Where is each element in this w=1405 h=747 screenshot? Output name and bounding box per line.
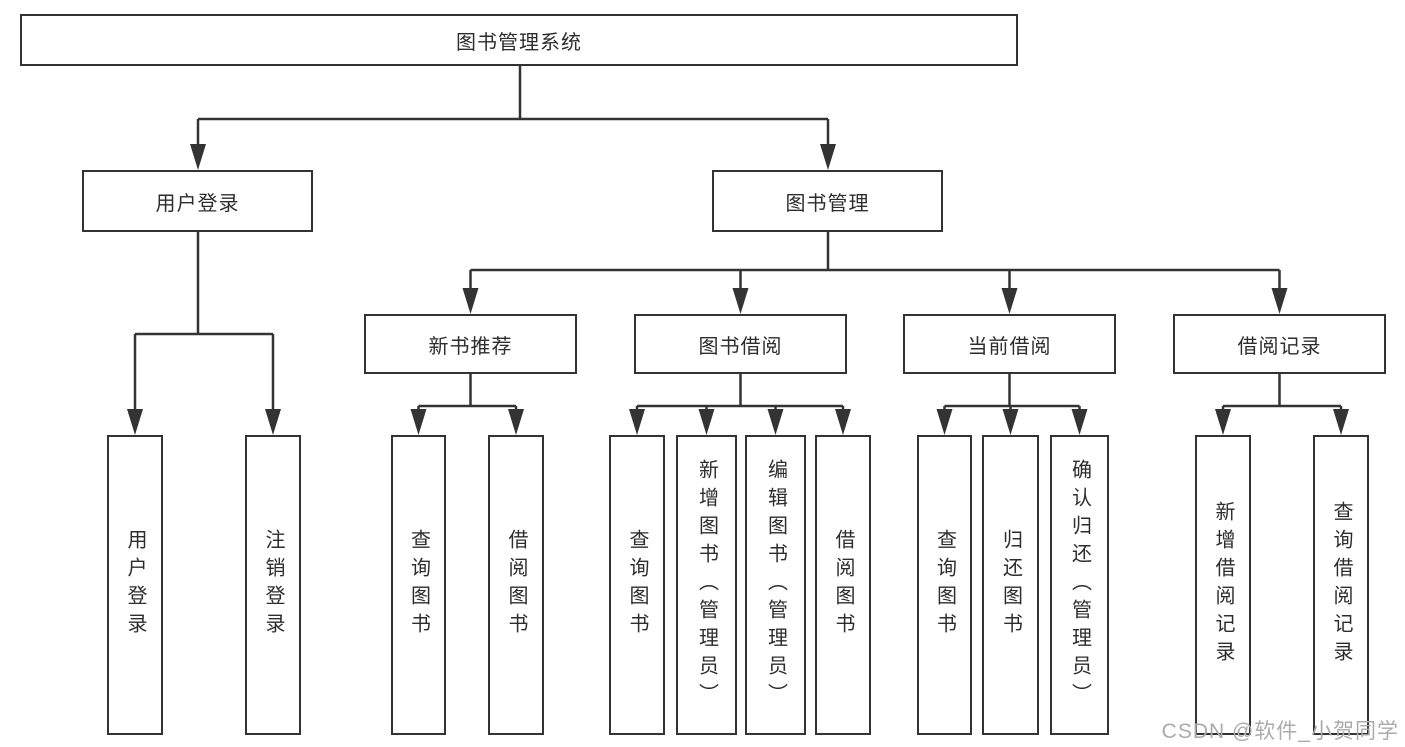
leaf-query-books-borrowing: 查询图书 xyxy=(609,435,665,735)
leaf-label: 查询借阅记录 xyxy=(1330,501,1352,669)
leaf-query-borrow-record: 查询借阅记录 xyxy=(1313,435,1369,735)
leaf-label: 查询图书 xyxy=(626,529,648,641)
node-borrowing-records: 借阅记录 xyxy=(1173,314,1386,374)
leaf-confirm-return-admin: 确认归还（管理员） xyxy=(1050,435,1109,735)
node-book-management: 图书管理 xyxy=(712,170,943,232)
node-user-login: 用户登录 xyxy=(82,170,313,232)
node-label: 图书管理系统 xyxy=(456,31,582,54)
leaf-label: 归还图书 xyxy=(999,529,1022,641)
leaf-return-books: 归还图书 xyxy=(982,435,1039,735)
connector-segments xyxy=(133,66,1343,413)
leaf-edit-book-admin: 编辑图书（管理员） xyxy=(745,435,806,735)
leaf-borrow-books-recommend: 借阅图书 xyxy=(488,435,544,735)
leaf-label: 确认归还（管理员） xyxy=(1068,459,1091,711)
leaf-logout: 注销登录 xyxy=(245,435,301,735)
leaf-label: 新增图书（管理员） xyxy=(695,459,718,711)
leaf-label: 新增借阅记录 xyxy=(1212,501,1234,669)
leaf-label: 编辑图书（管理员） xyxy=(764,459,787,711)
leaf-add-book-admin: 新增图书（管理员） xyxy=(676,435,737,735)
leaf-label: 借阅图书 xyxy=(505,529,527,641)
leaf-add-borrow-record: 新增借阅记录 xyxy=(1195,435,1251,735)
leaf-query-books-current: 查询图书 xyxy=(917,435,972,735)
node-label: 借阅记录 xyxy=(1237,335,1322,358)
csdn-watermark: CSDN @软件_小贺同学 xyxy=(1161,720,1399,743)
leaf-label: 查询图书 xyxy=(407,529,430,641)
node-current-borrowing: 当前借阅 xyxy=(903,314,1116,374)
node-label: 用户登录 xyxy=(155,192,240,215)
leaf-user-login: 用户登录 xyxy=(107,435,163,735)
node-label: 当前借阅 xyxy=(967,335,1052,358)
node-library-management-system: 图书管理系统 xyxy=(20,14,1018,66)
leaf-label: 注销登录 xyxy=(262,529,284,641)
node-label: 图书借阅 xyxy=(698,335,783,358)
leaf-label: 借阅图书 xyxy=(832,529,854,641)
leaf-query-books-recommend: 查询图书 xyxy=(391,435,446,735)
arrowhead-icons xyxy=(127,144,1349,435)
node-label: 图书管理 xyxy=(785,192,870,215)
leaf-borrow-books-borrowing: 借阅图书 xyxy=(815,435,871,735)
node-new-book-recommend: 新书推荐 xyxy=(364,314,577,374)
leaf-label: 用户登录 xyxy=(124,529,146,641)
leaf-label: 查询图书 xyxy=(933,529,956,641)
node-label: 新书推荐 xyxy=(428,335,513,358)
node-book-borrowing: 图书借阅 xyxy=(634,314,847,374)
